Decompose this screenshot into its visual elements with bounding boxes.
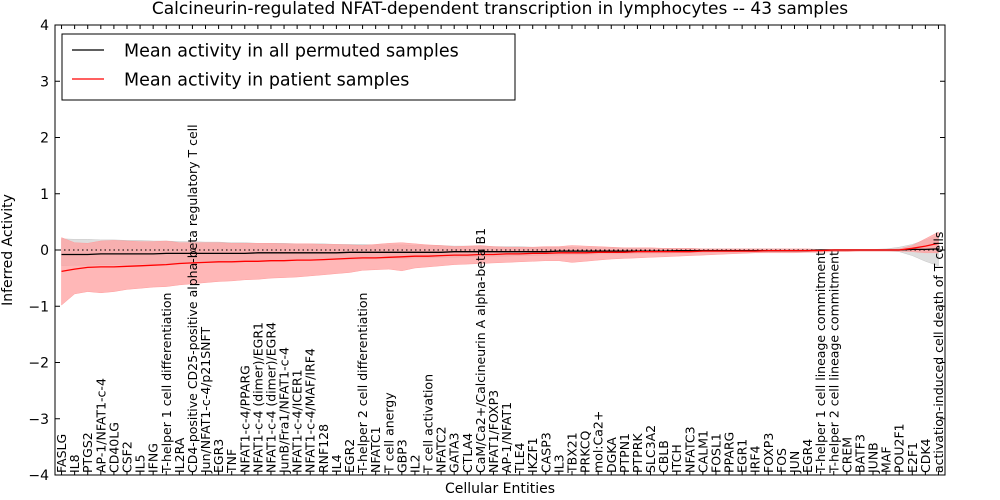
x-tick-label: MAF [879,446,894,473]
x-tick-label: NFAT1-c-4/MAF/IRF4 [303,348,318,473]
x-tick-label: EGR4 [800,439,815,473]
x-tick-label: Jun/NFAT1-c-4/p21SNFT [198,327,213,474]
x-tick-label: CALM1 [695,430,710,473]
x-tick-label: T cell anergy [381,392,396,474]
legend-label-permuted: Mean activity in all permuted samples [124,42,459,62]
x-tick-label: AP-1/NFAT1-c-4 [93,378,108,473]
x-tick-label: IFNG [146,443,161,473]
x-tick-label: IL3 [551,454,566,473]
legend-box [61,33,516,101]
x-tick-label: POU2F1 [892,423,907,473]
x-tick-label: CD4-positive CD25-positive alpha-beta re… [185,124,200,473]
x-tick-label: PRKCQ [578,431,593,473]
y-tick-label: 0 [40,243,49,259]
x-tick-label: PPARG [722,432,737,473]
x-tick-label: JUNB [866,442,881,474]
x-tick-label: T-helper 2 cell differentiation [355,293,370,474]
y-tick-label: −4 [28,468,49,484]
x-tick-label: T-helper 2 cell lineage commitment [826,251,841,474]
x-tick-label: IL4 [329,454,344,473]
x-tick-label: mol:Ca2+ [591,411,606,473]
x-tick-label: NFAT1-c-4/PPARG [237,365,252,473]
x-tick-label: CaM/Ca2+/Calcineurin A alpha-beta B1 [473,228,488,473]
x-tick-label: JunB/Fra1/NFAT1-c-4 [277,347,292,474]
x-tick-label: NFAT1-c-4/ICER1 [290,369,305,473]
y-axis-label: Inferred Activity [0,194,16,306]
x-tick-label: FOXP3 [761,433,776,473]
x-tick-label: CDK4 [918,438,933,473]
x-tick-label: T-helper 1 cell differentiation [159,293,174,474]
legend-label-patient: Mean activity in patient samples [124,71,409,91]
x-axis-label: Cellular Entities [445,481,555,497]
x-tick-label: T-helper 1 cell lineage commitment [813,251,828,474]
x-tick-label: IL2RA [172,437,187,473]
x-tick-label: EGR3 [211,439,226,473]
x-tick-label: NFAT1-c-4 (dimer)/EGR1 [250,322,265,473]
x-tick-label: GATA3 [447,433,462,473]
x-tick-label: IL5 [133,454,148,473]
x-tick-label: CSF2 [120,441,135,473]
x-tick-label: IL2 [407,454,422,473]
x-tick-label: NFAT1/FOXP3 [486,390,501,473]
x-tick-label: FOS [774,448,789,473]
x-tick-label: IL8 [67,454,82,473]
x-tick-label: EGR2 [342,439,357,473]
x-tick-label: NFAT1-c-4 (dimer)/EGR4 [264,322,279,473]
x-tick-label: JUN [787,451,802,474]
x-tick-label: PTPRK [630,433,645,473]
plot-area: −4 −3 −2 −1 0 1 2 3 4FASLGIL8PTGS2AP-1/NFAT1-c-4… [28,18,946,484]
x-tick-label: SLC3A2 [643,425,658,473]
x-tick-label: AP-1/NFAT1 [499,402,514,473]
legend: Mean activity in all permuted samples Me… [61,33,516,101]
x-tick-label: FASLG [54,434,69,473]
x-tick-label: GBP3 [394,439,409,473]
x-tick-label: DGKA [604,437,619,473]
y-tick-label: −3 [28,412,49,428]
x-tick-label: TLE4 [512,443,527,474]
x-tick-label: CD40LG [106,422,121,473]
x-tick-label: IRF4 [748,445,763,473]
x-tick-label: BATF3 [852,434,867,473]
x-tick-label: TNF [224,449,239,474]
x-tick-label: NFATC2 [434,426,449,473]
x-tick-label: T cell activation [421,374,436,474]
y-tick-label: 2 [40,131,49,147]
y-tick-label: −2 [28,356,49,372]
x-tick-label: CBLB [656,440,671,473]
x-tick-label: IKZF1 [525,437,540,473]
x-tick-label: CREM [839,437,854,473]
x-tick-label: activation-induced cell death of T cells [931,232,946,473]
x-tick-label: ITCH [669,444,684,473]
y-tick-label: 4 [40,18,49,34]
x-tick-label: E2F1 [905,442,920,473]
x-tick-label: CTLA4 [460,433,475,473]
x-tick-label: FOSL1 [709,433,724,473]
y-tick-label: −1 [28,299,49,315]
y-tick-label: 3 [40,74,49,90]
x-tick-label: RNF128 [316,424,331,473]
x-tick-label: PTGS2 [80,432,95,473]
x-tick-label: PTPN1 [617,433,632,473]
x-tick-label: NFATC3 [682,426,697,473]
series-line-1 [61,242,939,273]
x-tick-label: CASP3 [538,432,553,473]
x-tick-label: NFATC1 [368,426,383,473]
y-tick-label: 1 [40,187,49,203]
x-tick-label: TBX21 [565,432,580,474]
chart-title: Calcineurin-regulated NFAT-dependent tra… [152,0,848,19]
x-tick-label: EGR1 [735,439,750,473]
